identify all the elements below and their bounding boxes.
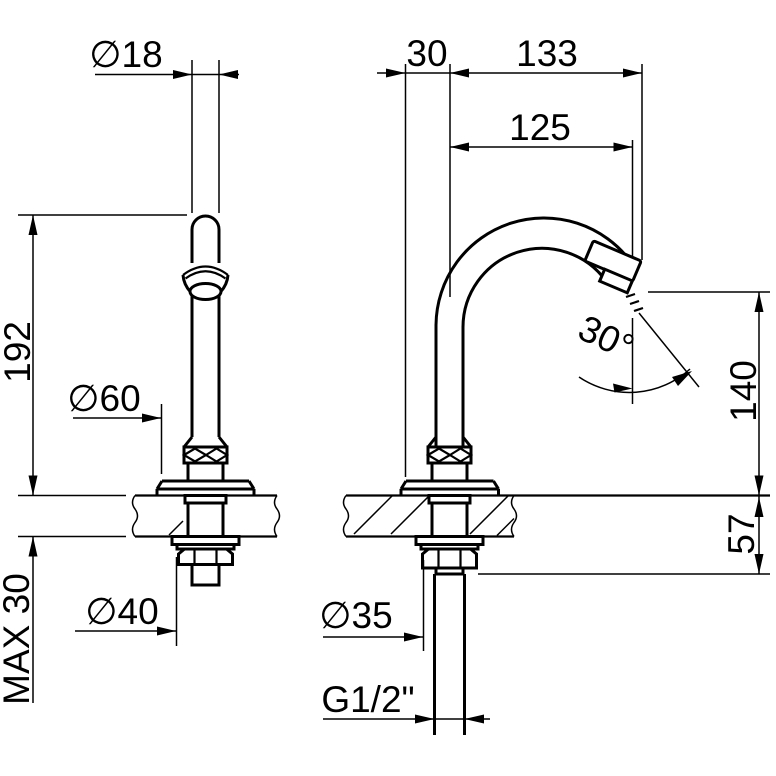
thread-stub	[434, 566, 465, 576]
dim-label-inlet-thread: G1/2"	[321, 679, 414, 720]
shank-ring	[427, 494, 472, 505]
dimension-deck-thickness: MAX 30	[0, 536, 38, 705]
dimension-under-deck-length: 57	[478, 495, 770, 575]
neck	[430, 463, 469, 481]
base-flange	[399, 479, 500, 496]
break-line	[342, 495, 350, 537]
break-line	[131, 495, 139, 537]
aerator-outlet-ellipse	[188, 282, 223, 301]
dim-label-shank-diameter: ∅35	[319, 595, 392, 636]
dimensions: ∅18 192 MAX 30 ∅60 ∅4	[0, 33, 770, 724]
dim-label-under-deck-length: 57	[721, 513, 762, 554]
dim-label-height-above-deck: 192	[0, 321, 38, 383]
base-flange	[155, 479, 256, 496]
aerator-side	[181, 263, 230, 301]
hatch-lines	[168, 520, 184, 536]
lock-nut	[177, 547, 234, 566]
dim-label-spray-angle: 30°	[572, 307, 640, 368]
dim-label-outlet-height: 140	[723, 360, 764, 422]
countertop	[342, 494, 770, 538]
aerator-nozzle	[583, 239, 644, 313]
dim-label-aerator-reach: 125	[509, 107, 571, 148]
dimension-shank-diameter: ∅35	[319, 560, 425, 651]
side-view	[131, 214, 281, 587]
dim-label-edge-offset: 30	[406, 33, 447, 74]
dim-label-spout-diameter: ∅18	[89, 34, 162, 75]
spout-curve-outer	[434, 216, 633, 447]
dim-label-deck-thickness: MAX 30	[0, 573, 37, 705]
shank-ring	[183, 494, 228, 505]
spray-lines	[625, 292, 644, 313]
dimension-offset-and-reach: 30 133	[377, 33, 643, 477]
dimension-aerator-reach: 125	[450, 107, 634, 257]
dimension-outlet-height: 140	[648, 291, 770, 496]
supply-pipe	[433, 574, 466, 735]
dimension-inlet-thread: G1/2"	[321, 679, 490, 724]
spout-tube-side	[190, 214, 221, 437]
thread-stub	[190, 563, 221, 587]
dim-label-escutcheon-diameter: ∅60	[67, 378, 140, 419]
dimension-escutcheon-diameter: ∅60	[67, 378, 163, 474]
hex-collar	[425, 445, 474, 465]
front-view	[342, 216, 770, 735]
neck	[186, 463, 225, 481]
break-line	[510, 495, 518, 537]
lock-nut	[421, 547, 478, 570]
dim-label-locknut-diameter: ∅40	[85, 591, 158, 632]
body-flare	[426, 436, 473, 448]
break-line	[273, 495, 281, 537]
dimension-locknut-diameter: ∅40	[75, 557, 178, 646]
dimension-spray-angle: 30°	[572, 307, 700, 404]
body-flare	[182, 436, 229, 448]
hatch-lines	[353, 495, 515, 537]
dimension-spout-diameter: ∅18	[89, 34, 239, 213]
dimension-height-above-deck: 192	[0, 214, 187, 538]
dim-label-total-reach: 133	[516, 33, 578, 74]
hex-collar	[181, 445, 230, 465]
